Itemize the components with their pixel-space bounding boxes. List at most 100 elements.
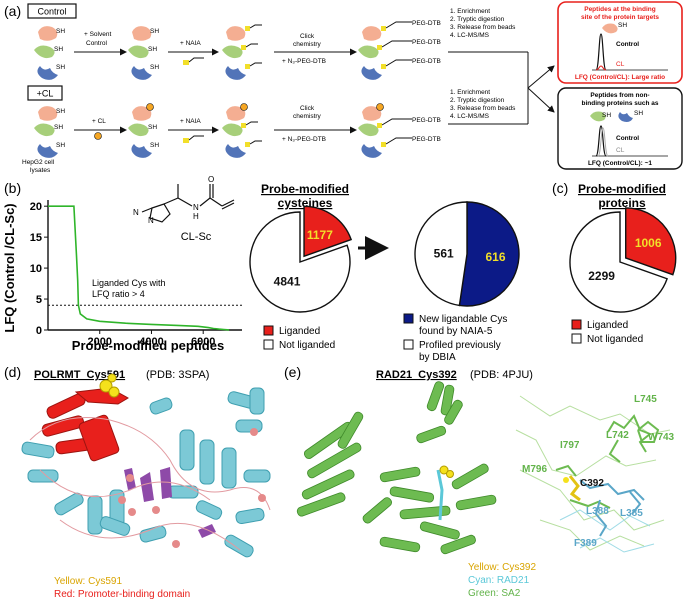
protein-title: RAD21_Cys392 — [376, 369, 457, 381]
rad21-sidechain — [579, 479, 645, 501]
beta-strand — [140, 472, 154, 502]
pie-value-label: 1177 — [307, 228, 333, 242]
click-chemistry: chemistry — [293, 41, 322, 48]
cl-label: CL — [616, 147, 625, 154]
pie-value-label: 616 — [486, 250, 506, 264]
y-tick-label: 0 — [36, 325, 42, 337]
compound-name: CL-Sc — [181, 231, 212, 243]
lysate-label: HepG2 cell — [22, 159, 55, 166]
sh-label: SH — [56, 64, 65, 71]
legend-label: Liganded — [279, 326, 320, 337]
sh-label: SH — [618, 22, 627, 29]
cl-compound-icon — [94, 132, 102, 140]
cl-box-label: +CL — [37, 89, 54, 99]
sh-label: SH — [54, 124, 63, 131]
residue-label: L385 — [620, 508, 643, 519]
x-tick-label: 2000 — [87, 336, 111, 348]
y-tick-label: 5 — [36, 294, 42, 306]
sa2-rad21-structure — [296, 381, 497, 555]
click-chemistry: Click — [300, 33, 315, 40]
legend-red: Red: Promoter-binding domain — [54, 589, 190, 600]
peg-dtb-label: PEG-DTB — [412, 20, 441, 27]
result-title: site of the protein targets — [581, 14, 659, 21]
y-tick-label: 10 — [30, 263, 42, 275]
panel-a: (a) Control +CL SH SH SH SH SH SH HepG2 … — [4, 1, 683, 174]
arrow — [527, 65, 555, 89]
workflow-step: 3. Release from beads — [450, 24, 516, 31]
pie-slice — [458, 201, 520, 307]
rad21-backbone — [559, 509, 655, 553]
result-title: binding proteins such as — [582, 100, 659, 107]
y-axis-label: LFQ (Control /CL-Sc) — [2, 203, 17, 332]
pie-value-label: 561 — [434, 246, 454, 260]
cys392-atom — [563, 477, 569, 483]
workflow-step: 3. Release from beads — [450, 105, 516, 112]
legend-green: Green: SA2 — [468, 588, 521, 599]
legend-swatch — [403, 339, 414, 350]
pie-slice — [249, 211, 351, 313]
naia-probe-icon — [183, 60, 189, 65]
workflow-step: 1. Enrichment — [450, 89, 490, 96]
control-box — [27, 3, 77, 19]
click-reagent: + N₃-PEG-DTB — [282, 58, 326, 65]
pie1-title: Probe-modified — [261, 182, 349, 196]
legend-swatch — [403, 313, 414, 324]
pdb-label: (PDB: 4PJU) — [470, 369, 533, 381]
pie-value-label: 2299 — [588, 269, 615, 283]
residue-label: F389 — [574, 538, 597, 549]
lfq-chart: LFQ (Control /CL-Sc) Probe-modified pept… — [2, 200, 242, 353]
structure-atom: N — [133, 208, 139, 217]
structure-atom: N — [148, 216, 154, 225]
sh-label: SH — [602, 112, 611, 119]
panel-b: (b) LFQ (Control /CL-Sc) Probe-modified … — [2, 175, 520, 363]
panel-c-label: (c) — [552, 180, 568, 196]
peg-dtb-label: PEG-DTB — [412, 136, 441, 143]
result-ratio: LFQ (Control/CL): Large ratio — [575, 74, 665, 81]
lysate-label: lysates — [30, 167, 51, 174]
cl-peak — [595, 65, 607, 71]
peg-dtb-label: PEG-DTB — [412, 117, 441, 124]
protein-icon — [602, 23, 618, 34]
sphere — [128, 508, 136, 516]
residue-label: L742 — [606, 430, 629, 441]
legend-cyan: Cyan: RAD21 — [468, 575, 530, 586]
pie-slice — [569, 211, 669, 313]
arrow — [527, 87, 555, 113]
cys392-sidechain — [568, 475, 581, 502]
pdb-label: (PDB: 3SPA) — [146, 369, 209, 381]
protein-icon — [590, 111, 606, 122]
click-chemistry: chemistry — [293, 113, 322, 120]
protein-icon — [618, 112, 633, 122]
result-box-nonbinding — [557, 87, 683, 170]
legend-label: New ligandable Cys — [419, 314, 507, 325]
cys392-sphere — [439, 465, 449, 475]
legend-yellow: Yellow: Cys392 — [468, 562, 536, 573]
workflow-step: 4. LC-MS/MS — [450, 32, 490, 39]
legend-label: Not liganded — [279, 340, 335, 351]
pie3-title: Probe-modified — [578, 182, 666, 196]
x-tick-label: 6000 — [191, 336, 215, 348]
proteins-top-col3 — [222, 24, 262, 80]
cys591-sphere — [107, 373, 117, 383]
y-tick-label: 20 — [30, 201, 42, 213]
sh-label: SH — [148, 124, 157, 131]
legend-label: Liganded — [587, 320, 628, 331]
cl-label: CL — [616, 61, 625, 68]
cl-sc-structure — [141, 184, 235, 223]
pie-slice — [303, 205, 353, 258]
step-solvent: + Solvent — [84, 31, 111, 38]
legend-swatch — [571, 333, 582, 344]
residue-label: L745 — [634, 394, 657, 405]
cys392-sphere — [446, 470, 454, 478]
panel-d-label: (d) — [4, 364, 21, 380]
polrmt-structure — [12, 373, 272, 569]
control-label: Control — [616, 41, 639, 48]
residue-label: W743 — [648, 432, 675, 443]
sh-label: SH — [148, 46, 157, 53]
sh-label: SH — [150, 64, 159, 71]
legend-swatch — [263, 339, 274, 350]
x-tick-label: 4000 — [139, 336, 163, 348]
